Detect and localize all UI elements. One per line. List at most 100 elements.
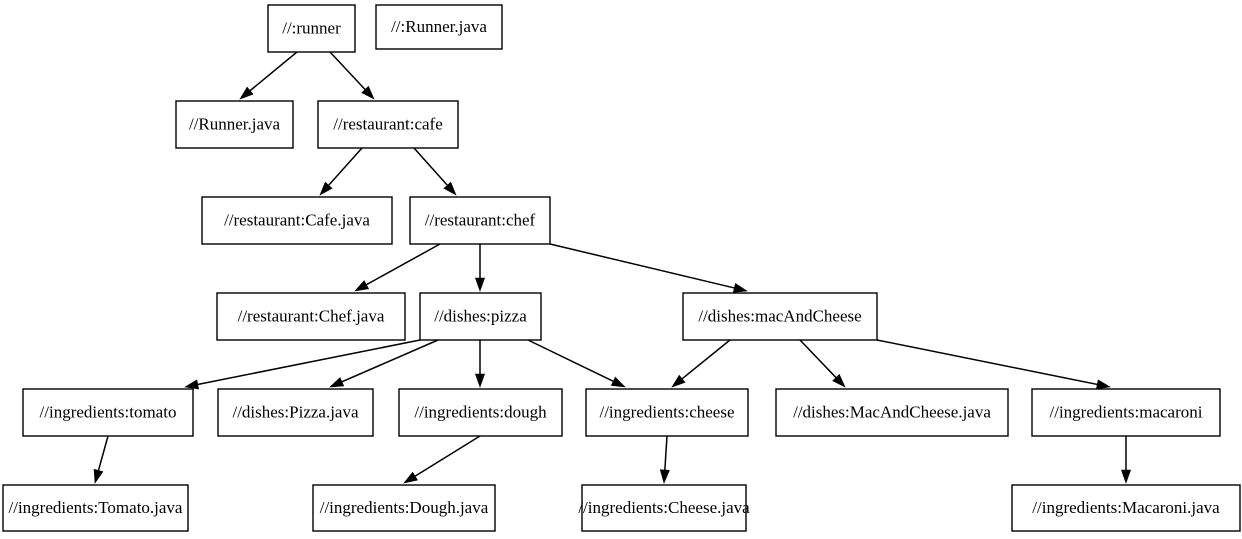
node-box[interactable] [267,4,356,53]
edge-arrowhead-icon [732,283,748,293]
node-label: //dishes:pizza [434,306,527,325]
edge-line [97,435,109,473]
edge-arrowhead-icon [1120,469,1132,484]
node-label: //restaurant:cafe [333,114,443,133]
graph-node[interactable]: //restaurant:chef [409,196,551,245]
node-label: //:Runner.java [391,17,487,36]
node-label: //restaurant:Chef.java [238,306,385,325]
node-label: //ingredients:tomato [40,402,177,421]
edge-arrowhead-icon [659,469,670,484]
graph-node[interactable]: //:runner [267,4,356,53]
node-box[interactable] [409,196,551,245]
edge-arrowhead-icon [354,280,370,292]
node-label: //ingredients:cheese [599,402,734,421]
graph-node[interactable]: //dishes:pizza [419,292,542,341]
node-box[interactable] [22,388,194,437]
graph-node[interactable]: //restaurant:cafe [317,100,459,149]
graph-edge [93,435,109,484]
graph-edge [671,339,731,388]
edge-line [364,243,441,287]
node-box[interactable] [682,292,878,341]
edge-arrowhead-icon [319,181,333,196]
edge-arrowhead-icon [832,373,846,388]
node-label: //ingredients:Macaroni.java [1032,498,1220,517]
node-box[interactable] [217,388,374,437]
edge-arrowhead-icon [361,85,375,100]
edge-line [799,339,838,380]
graph-node[interactable]: //ingredients:Cheese.java [578,484,750,532]
node-label: //ingredients:macaroni [1050,402,1203,421]
graph-node[interactable]: //restaurant:Chef.java [216,292,406,341]
graph-node[interactable]: //dishes:MacAndCheese.java [775,388,1009,437]
node-label: //dishes:macAndCheese [698,306,861,325]
graph-node[interactable]: //ingredients:tomato [22,388,194,437]
edge-line [549,243,737,290]
node-box[interactable] [581,484,747,532]
edge-line [326,147,363,188]
node-box[interactable] [1011,484,1241,532]
edge-arrowhead-icon [239,86,254,100]
node-box[interactable] [1031,388,1221,437]
graph-edge [329,339,439,388]
node-box[interactable] [216,292,406,341]
edge-line [680,339,731,381]
edge-arrowhead-icon [184,379,200,390]
node-box[interactable] [419,292,542,341]
node-label: //dishes:Pizza.java [232,402,359,421]
edge-arrowhead-icon [329,377,345,388]
edge-line [339,339,439,384]
graph-node[interactable]: //ingredients:Tomato.java [2,484,189,532]
node-box[interactable] [317,100,459,149]
graph-node[interactable]: //ingredients:dough [398,388,563,437]
graph-node[interactable]: //ingredients:macaroni [1031,388,1221,437]
graph-node[interactable]: //Runner.java [175,100,294,149]
node-box[interactable] [585,388,749,437]
graph-edge [239,51,298,100]
graph-node[interactable]: //:Runner.java [375,4,503,50]
graph-node[interactable]: //ingredients:cheese [585,388,749,437]
edge-line [663,435,668,473]
graph-node[interactable]: //restaurant:Cafe.java [201,196,393,245]
edge-arrowhead-icon [474,277,486,292]
edge-line [248,51,298,93]
node-box[interactable] [175,100,294,149]
nodes-layer: //:runner //:Runner.java //Runner.java //re… [2,4,1241,532]
edge-line [413,147,450,188]
graph-node[interactable]: //dishes:macAndCheese [682,292,878,341]
graph-node[interactable]: //ingredients:Macaroni.java [1011,484,1241,532]
graph-edge [527,339,626,388]
node-box[interactable] [398,388,563,437]
node-box[interactable] [2,484,189,532]
node-box[interactable] [375,4,503,50]
node-label: //:runner [282,18,341,37]
node-label: //restaurant:Cafe.java [224,210,370,229]
edge-arrowhead-icon [93,468,104,484]
graph-edge [549,243,748,293]
edge-arrowhead-icon [671,374,686,388]
edge-arrowhead-icon [474,373,486,388]
graph-edge [319,147,363,196]
node-box[interactable] [775,388,1009,437]
node-box[interactable] [312,484,496,532]
graph-edge [403,435,481,484]
edge-line [876,339,1100,386]
graph-edge [876,339,1111,390]
graph-edge [474,340,486,388]
graph-node[interactable]: //ingredients:Dough.java [312,484,496,532]
node-label: //ingredients:Tomato.java [9,498,183,517]
node-label: //restaurant:chef [425,210,536,229]
graph-edge [354,243,441,292]
node-label: //Runner.java [189,114,281,133]
edge-arrowhead-icon [403,471,418,484]
graph-edge [474,244,486,292]
graph-node[interactable]: //dishes:Pizza.java [217,388,374,437]
edge-line [195,339,421,386]
node-label: //ingredients:Dough.java [320,498,489,517]
edge-line [329,51,368,92]
graph-edge [1120,436,1132,484]
node-label: //ingredients:Cheese.java [578,498,750,517]
node-box[interactable] [201,196,393,245]
edges-layer [93,51,1132,484]
